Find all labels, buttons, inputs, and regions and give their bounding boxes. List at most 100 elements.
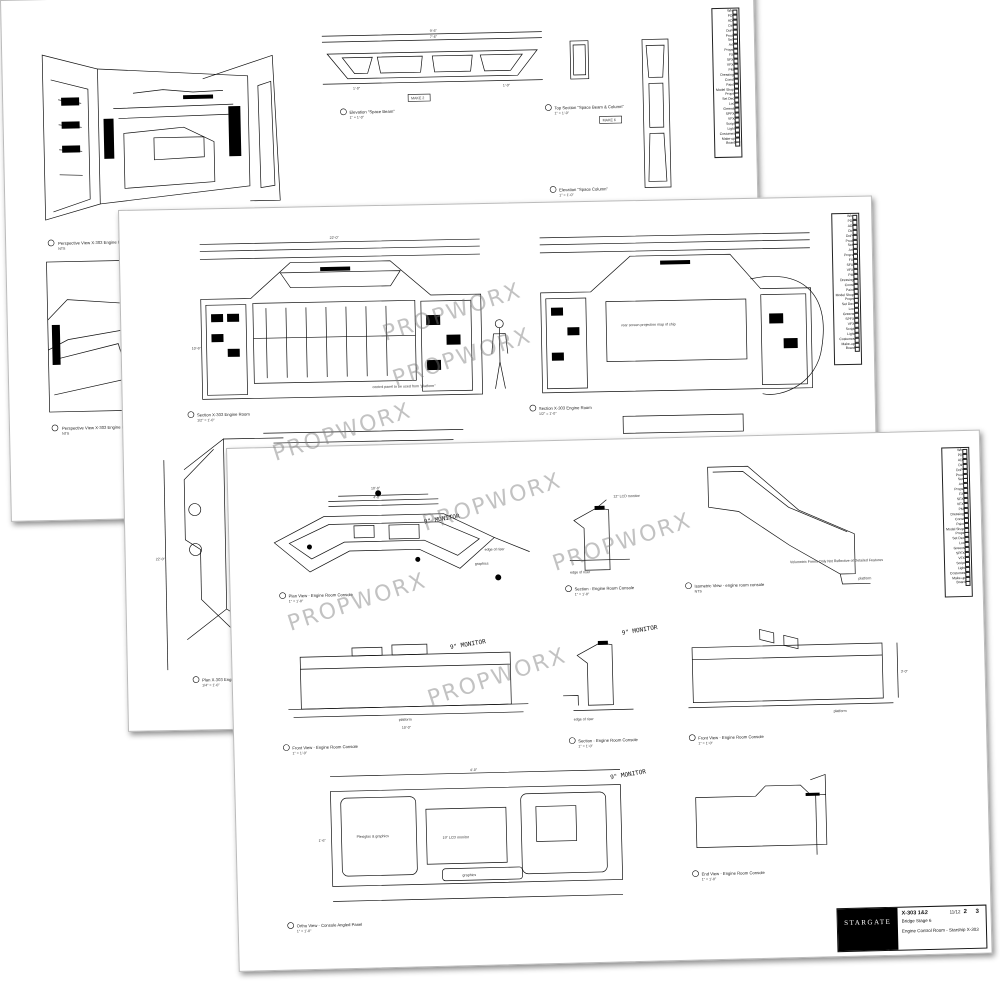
sheet-number: 2 bbox=[963, 909, 967, 916]
dim-plan-overall: 10'-0" bbox=[371, 486, 381, 490]
tag-make-2 bbox=[407, 93, 431, 102]
dim-section-overall: 22'-0" bbox=[330, 236, 340, 240]
scale-perspective-1: NTS bbox=[58, 247, 66, 251]
caption-iso-console: Isometric View - engine room console bbox=[694, 582, 765, 589]
tag-make-6-label: MAKE 6 bbox=[603, 118, 616, 122]
episode-number: 11/12 bbox=[949, 909, 961, 915]
scale-front-console-2: 1" = 1'-0" bbox=[698, 741, 713, 745]
caption-section-1: Section X-303 Engine Room bbox=[197, 411, 250, 417]
caption-ortho-console: Ortho View - Console Angled Panel bbox=[297, 922, 363, 929]
label-plexiglas-left: Plexiglas & graphics bbox=[356, 834, 389, 839]
view-marker-plan-console bbox=[279, 592, 286, 599]
caption-section-2: Section X-303 Engine Room bbox=[539, 405, 592, 411]
dim-beam-right: 1'-0" bbox=[503, 83, 511, 87]
scale-iso-console: NTS bbox=[695, 589, 703, 593]
dim-front-height: 3'-0" bbox=[901, 669, 909, 673]
scale-ortho-console: 1" = 1'-0" bbox=[297, 929, 312, 933]
view-marker-section-console-2 bbox=[568, 737, 576, 744]
caption-beam-section: Top Section "Space Beam & Column" bbox=[554, 104, 624, 110]
drawing-sheet-3: 10'-0" 4'-0" edge of riser graphics Plan… bbox=[226, 429, 993, 972]
caption-space-beam: Elevation "Space Beam" bbox=[349, 109, 395, 115]
scale-section-console-2: 1" = 1'-0" bbox=[578, 744, 593, 748]
label-edge-riser-5: edge of riser bbox=[574, 717, 595, 722]
note-control-panel: control panel to be used from "platform" bbox=[372, 384, 436, 389]
caption-section-console-1: Section - Engine Room Console bbox=[574, 585, 634, 591]
scale-end-console: 1" = 1'-0" bbox=[702, 877, 717, 881]
view-marker-front-console-1 bbox=[283, 744, 290, 751]
drawing-sheet-2: 22'-0" 10'-6" control panel to be used f… bbox=[118, 195, 882, 732]
view-marker-beam-section bbox=[545, 104, 552, 111]
view-marker-section-console-1 bbox=[565, 585, 572, 592]
view-marker-plan bbox=[192, 676, 200, 683]
label-platform-front: platform bbox=[399, 718, 412, 722]
caption-front-console-2: Front View - Engine Room Console bbox=[698, 734, 764, 741]
dim-beam-overall: 9'-6" bbox=[430, 29, 438, 33]
scale-front-console-1: 1" = 1'-0" bbox=[292, 751, 307, 755]
label-lcd-section: 12" LCD monitor bbox=[613, 494, 640, 499]
label-lcd-ortho: 19" LCD monitor bbox=[443, 835, 470, 840]
dim-beam-left: 1'-0" bbox=[353, 86, 361, 90]
scale-space-column: 1" = 1'-0" bbox=[559, 193, 574, 197]
sheet-total: 3 bbox=[975, 908, 979, 915]
view-marker-front-console-2 bbox=[688, 734, 696, 741]
caption-plan-console: Plan View - Engine Room Console bbox=[289, 592, 354, 599]
view-marker-space-beam bbox=[340, 108, 347, 116]
caption-front-console-1: Front View - Engine Room Console bbox=[292, 744, 358, 751]
scale-plan: 1/4" = 1'-0" bbox=[202, 683, 220, 687]
view-marker-perspective-1 bbox=[47, 239, 55, 247]
view-marker-section-1 bbox=[187, 411, 195, 418]
caption-perspective-2: Perspective View X-303 Engine Room bbox=[62, 424, 134, 430]
human-scale-figure bbox=[491, 319, 509, 389]
title-block: STARGATE X-303 1&2 Bridge Stage 6 Engine… bbox=[836, 904, 988, 953]
scale-plan-console: 1" = 1'-0" bbox=[289, 599, 304, 603]
dim-beam-inner: 7'-6" bbox=[430, 35, 438, 39]
department-checkbox-row: Board bbox=[945, 580, 971, 586]
drawing-number: X-303 1&2 bbox=[901, 909, 928, 917]
dim-plan-center: 4'-0" bbox=[373, 495, 381, 499]
view-marker-perspective-2 bbox=[51, 424, 59, 432]
label-graphics: graphics bbox=[475, 562, 489, 566]
drawing-sheet-1: Perspective View X-303 Engine Room NTS P… bbox=[0, 0, 765, 522]
view-marker-space-column bbox=[549, 186, 557, 193]
scale-section-1: 1/2" = 1'-0" bbox=[197, 418, 215, 422]
dim-section-height: 10'-6" bbox=[192, 346, 202, 350]
sheet-3-drawing: 10'-0" 4'-0" edge of riser graphics Plan… bbox=[273, 465, 909, 933]
scale-section-2: 1/2" = 1'-0" bbox=[539, 412, 557, 416]
scale-perspective-2: NTS bbox=[62, 432, 70, 436]
view-marker-end-console bbox=[692, 870, 699, 877]
dim-ortho-height: 1'-6" bbox=[319, 839, 327, 843]
room-name: Engine Control Room - Starship X-303 bbox=[901, 926, 979, 934]
view-marker-iso-console bbox=[685, 582, 692, 590]
set-name: Bridge Stage 6 bbox=[901, 917, 932, 924]
sheet-2-drawing: 22'-0" 10'-6" control panel to be used f… bbox=[156, 232, 824, 687]
scale-section-console-1: 1" = 1'-0" bbox=[575, 592, 590, 596]
department-checkbox-row: Board bbox=[835, 346, 861, 351]
label-platform-iso: platform bbox=[858, 576, 871, 580]
label-iso-note: Volumetric Forms Only Not Reflective of … bbox=[790, 558, 883, 564]
caption-space-column: Elevation "Space Column" bbox=[559, 186, 608, 192]
caption-end-console: End View - Engine Room Console bbox=[701, 870, 765, 877]
caption-section-console-2: Section - Engine Room Console bbox=[578, 737, 638, 743]
caption-perspective-1: Perspective View X-303 Engine Room bbox=[58, 239, 130, 245]
tag-make-6 bbox=[599, 115, 623, 124]
dim-front-overall: 10'-0" bbox=[402, 726, 412, 730]
scale-space-beam: 1" = 1'-0" bbox=[349, 115, 364, 119]
label-graphics-ortho: graphics bbox=[462, 873, 476, 877]
dim-ortho-width: 4'-0" bbox=[470, 768, 478, 772]
sheet-1-drawing: Perspective View X-303 Engine Room NTS P… bbox=[41, 29, 672, 436]
note-rear-projection: rear screen projection map of ship bbox=[621, 322, 675, 327]
tag-make-2-label: MAKE 2 bbox=[411, 96, 424, 100]
scale-beam-section: 1" = 1'-0" bbox=[554, 111, 569, 115]
label-platform-front-2: platform bbox=[834, 709, 847, 713]
caption-plan: Plan X-303 Engine Room bbox=[202, 677, 250, 683]
department-checkbox-row: Board bbox=[715, 141, 741, 146]
view-marker-ortho-console bbox=[287, 922, 294, 929]
label-edge-of-riser: edge of riser bbox=[485, 547, 506, 552]
dim-plan-depth: 22'-0" bbox=[156, 557, 166, 561]
studio-logo: STARGATE bbox=[837, 907, 899, 952]
view-marker-section-2 bbox=[529, 404, 537, 412]
label-edge-riser-section: edge of riser bbox=[570, 570, 591, 575]
